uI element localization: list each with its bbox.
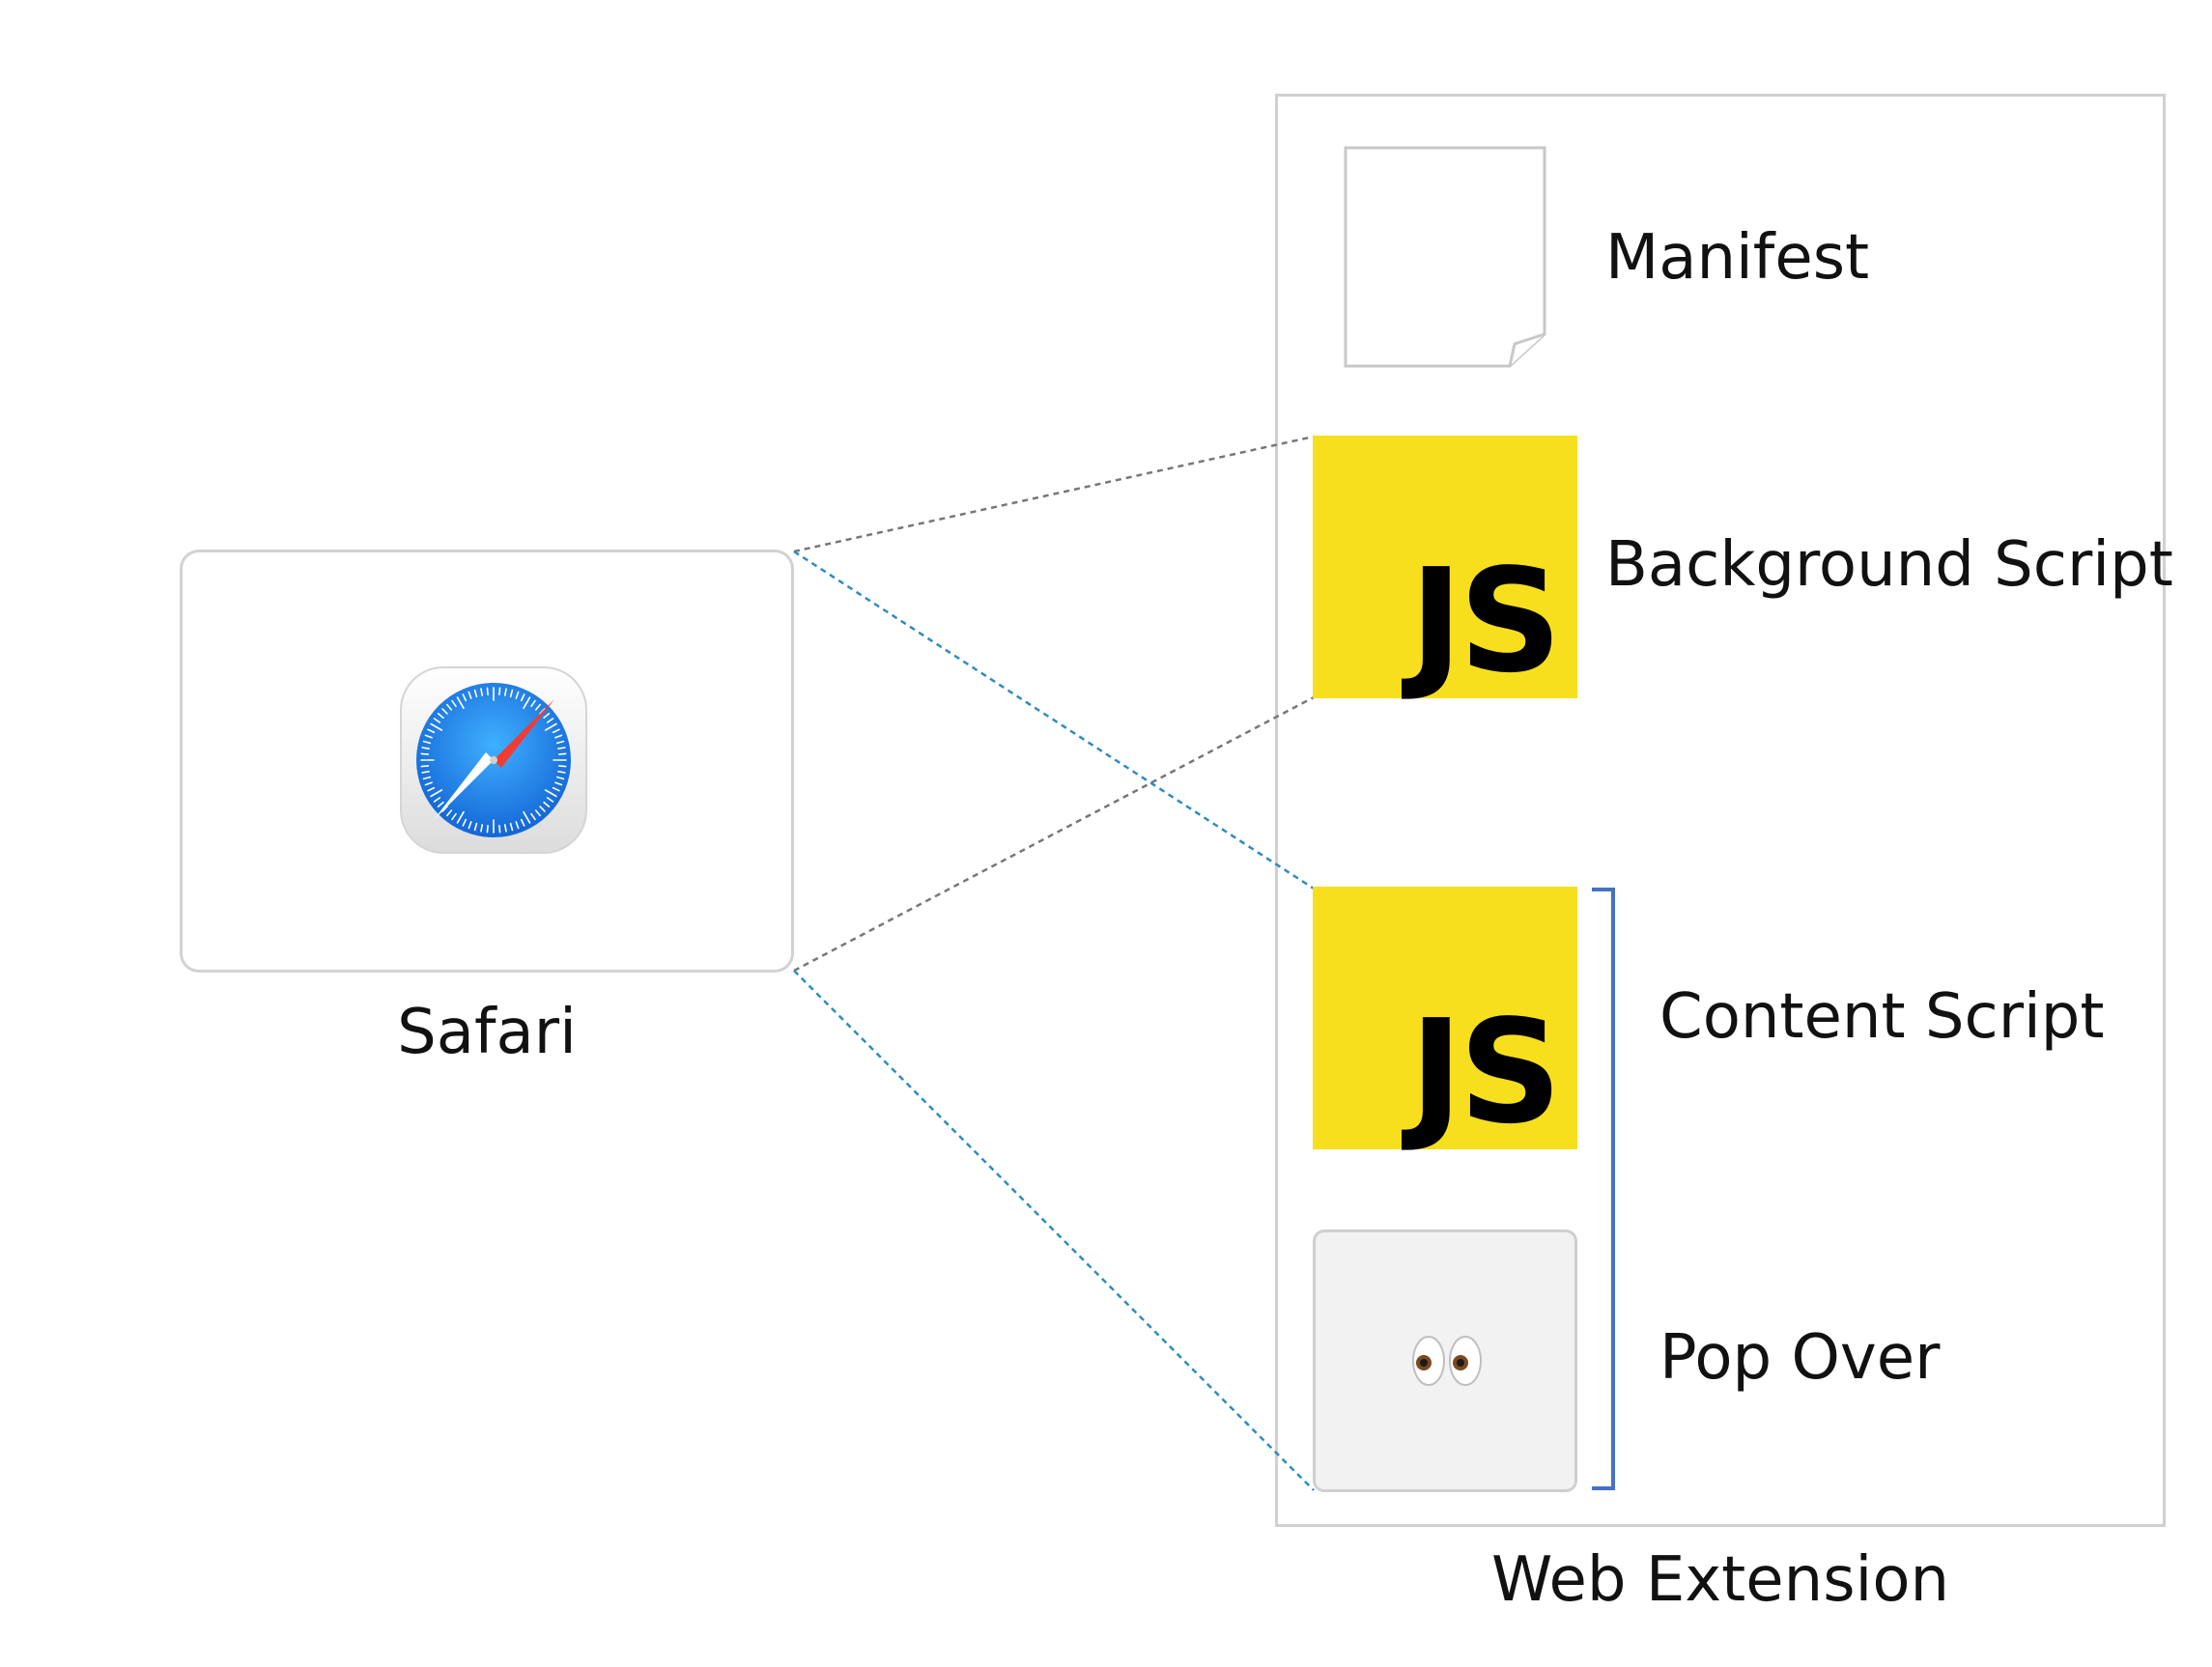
compass-tick	[468, 691, 472, 699]
compass-tick	[445, 703, 453, 711]
compass-tick	[456, 810, 465, 824]
content-script-js-logo-icon: JS	[1313, 887, 1577, 1149]
compass-tick	[555, 740, 565, 745]
group-bracket	[1592, 888, 1615, 1490]
safari-box	[180, 550, 794, 973]
connector-safari-to-background-top	[793, 435, 1315, 553]
compass-tick	[539, 805, 546, 812]
compass-tick	[515, 691, 520, 699]
compass-tick	[473, 822, 478, 832]
compass-tick	[546, 797, 554, 803]
safari-label: Safari	[397, 997, 577, 1068]
js-logo-text: JS	[1409, 538, 1562, 704]
compass-tick	[441, 708, 448, 715]
compass-tick	[504, 824, 507, 833]
manifest-label: Manifest	[1605, 222, 1870, 294]
compass-tick	[555, 776, 565, 780]
document-icon	[1344, 146, 1546, 368]
compass-tick	[422, 740, 432, 745]
compass-tick	[520, 693, 525, 702]
compass-tick	[421, 747, 430, 749]
content-script-label: Content Script	[1659, 981, 2105, 1053]
compass-tick	[486, 824, 489, 834]
compass-tick	[534, 703, 542, 711]
compass-tick	[424, 734, 433, 739]
compass-tick	[543, 712, 551, 720]
compass-tick	[509, 822, 514, 832]
compass-tick	[445, 809, 453, 817]
compass-tick	[437, 712, 444, 720]
compass-tick	[557, 752, 567, 755]
background-script-js-logo-icon: JS	[1313, 436, 1577, 698]
popover-box	[1313, 1229, 1577, 1492]
compass-tick	[530, 812, 536, 821]
compass-tick	[473, 689, 478, 698]
compass-tick	[421, 771, 430, 774]
compass-tick	[462, 818, 468, 827]
compass-tick	[523, 696, 531, 710]
compass-tick	[552, 728, 560, 734]
compass-tick	[554, 734, 563, 739]
compass-tick	[498, 824, 501, 834]
compass-tick	[430, 789, 443, 798]
compass-tick	[427, 728, 436, 734]
compass-tick	[515, 821, 520, 830]
compass-tick	[433, 718, 441, 723]
compass-tick	[546, 718, 554, 723]
web-extension-label: Web Extension	[1490, 1544, 1950, 1616]
compass-tick	[468, 821, 472, 830]
compass-tick	[430, 722, 443, 731]
background-script-label: Background Script	[1605, 529, 2173, 601]
compass-tick	[557, 765, 567, 768]
compass-tick	[557, 771, 566, 774]
compass-tick	[422, 776, 432, 780]
compass-tick	[420, 765, 430, 768]
compass-tick	[530, 699, 536, 708]
compass-tick	[451, 812, 457, 821]
compass-tick	[424, 781, 433, 786]
compass-tick	[520, 818, 525, 827]
compass-tick	[554, 781, 563, 786]
connector-safari-to-content-top	[793, 550, 1315, 890]
compass-tick	[451, 699, 457, 708]
compass-tick	[437, 801, 444, 808]
compass-tick	[504, 688, 507, 696]
compass-tick	[523, 810, 531, 824]
compass-tick	[427, 786, 436, 792]
compass-tick	[456, 696, 465, 710]
connector-safari-to-background-bottom	[793, 695, 1315, 973]
pop-over-label: Pop Over	[1659, 1322, 1941, 1394]
compass-tick	[486, 687, 489, 696]
compass-tick	[544, 722, 557, 731]
compass-tick	[509, 689, 514, 698]
compass-tick	[480, 824, 483, 833]
eyes-icon	[1412, 1336, 1482, 1386]
compass-tick	[433, 797, 441, 803]
safari-compass-icon	[400, 666, 587, 854]
js-logo-text: JS	[1409, 989, 1562, 1155]
compass-tick	[498, 687, 501, 696]
compass-tick	[557, 747, 566, 749]
compass-tick	[544, 789, 557, 798]
compass-tick	[543, 801, 551, 808]
compass-tick	[420, 752, 430, 755]
compass-tick	[534, 809, 542, 817]
connector-safari-to-popover-bottom	[793, 970, 1315, 1491]
compass-tick	[462, 693, 468, 702]
compass-tick	[480, 688, 483, 696]
compass-tick	[552, 786, 560, 792]
